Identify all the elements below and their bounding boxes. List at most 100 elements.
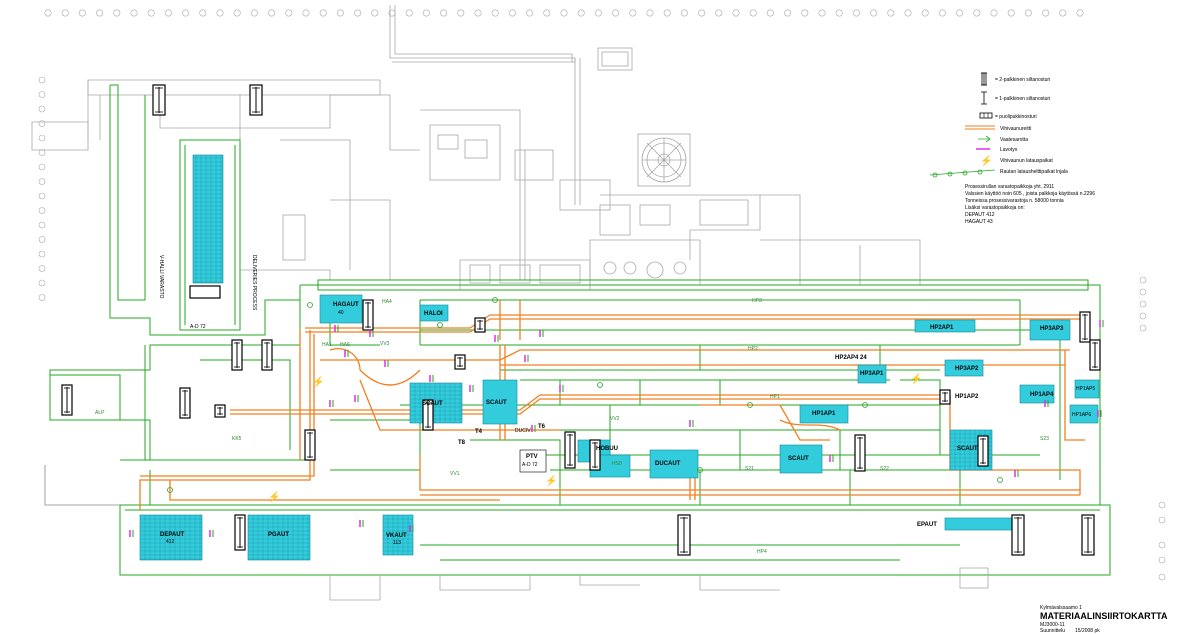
area-label-vmali: A-D 72 <box>190 324 206 330</box>
storage-pgaut <box>247 514 311 561</box>
grid-marker <box>870 9 878 17</box>
grid-marker <box>1139 300 1147 308</box>
grid-marker <box>38 134 46 142</box>
grid-marker <box>38 120 46 127</box>
grid-marker <box>663 9 671 17</box>
area-label-hs0: HS0 <box>612 461 622 467</box>
area-label-hp1ap6: HP1AP6 <box>1072 412 1091 418</box>
grid-marker <box>1139 312 1147 320</box>
lightning-icon: ⚡ <box>312 375 324 388</box>
grid-marker <box>508 9 516 17</box>
crane-symbols <box>61 84 1101 556</box>
v-halli-building: V-HALLI VARASTO DELIVERIES PROCESS A-D 7… <box>109 84 300 336</box>
grid-marker <box>1024 9 1032 17</box>
grid-marker <box>680 9 688 17</box>
note-line: Tonneissa prosessivarastoja n. 58000 ton… <box>965 198 1064 204</box>
note-line: Prosessirullan varastopaikkoja yht. 2911 <box>965 184 1054 190</box>
lift-marker <box>469 385 474 392</box>
grid-marker <box>1158 541 1166 549</box>
loading-point <box>862 402 868 408</box>
lift-marker <box>409 525 414 532</box>
lift-marker <box>1099 320 1104 327</box>
area-label-hp1: HP1 <box>770 394 780 400</box>
grid-marker <box>835 9 843 17</box>
grid-marker <box>560 9 568 17</box>
area-label-hp4: HP4 <box>757 549 767 555</box>
title-block: Kylmävalssaamo 1 MATERIAALINSIIRTOKARTTA… <box>1040 605 1168 634</box>
lift-marker <box>359 520 364 527</box>
storage-hp3ap1 <box>857 364 887 384</box>
grid-marker <box>302 9 310 17</box>
loading-point <box>167 487 173 493</box>
grid-marker <box>61 9 69 17</box>
area-label-vv3: VV3 <box>380 341 390 347</box>
grid-marker <box>1059 9 1067 17</box>
legend-label: Vihivaunureitti <box>1000 126 1031 132</box>
title-block-line1: Kylmävalssaamo 1 <box>1040 605 1082 611</box>
lightning-icon: ⚡ <box>980 154 992 167</box>
grid-marker <box>1139 324 1147 332</box>
crane-icon <box>589 439 601 471</box>
legend-label: Vaatesarotta <box>1000 137 1028 143</box>
dash-label-b: DELIVERIES PROCESS <box>251 255 257 311</box>
area-label-s22: S22 <box>880 466 889 472</box>
grid-marker <box>1158 573 1166 581</box>
lightning-icon: ⚡ <box>910 372 922 385</box>
grid-marker <box>38 91 46 98</box>
grid-marker <box>113 9 121 17</box>
storage-hp2ap1 <box>914 319 976 333</box>
grid-markers-top <box>44 9 1084 17</box>
grid-marker <box>698 9 706 17</box>
grid-marker <box>336 9 344 17</box>
area-label-vkaut: VKAUT <box>386 533 407 539</box>
area-label-hp3ap1: HP3AP1 <box>860 371 884 377</box>
legend-label: Lavotys <box>1000 147 1018 153</box>
area-label-t8: T8 <box>458 440 466 446</box>
crane-icon <box>214 404 226 418</box>
lightning-icon: ⚡ <box>268 490 280 503</box>
grid-marker <box>1139 288 1147 296</box>
area-label-t4: T4 <box>475 429 483 435</box>
area-labels: HAGAUT 40 HALOI HA4 HA1 HP3 HP2 HP1 HP4 … <box>95 298 1095 555</box>
grid-marker <box>405 9 413 17</box>
grid-marker <box>285 9 293 17</box>
area-label-depaut: DEPAUT <box>160 532 185 538</box>
grid-markers-left <box>38 76 46 301</box>
area-label-scaut-1: SCAUT <box>422 401 443 407</box>
charging-points: ⚡ ⚡ ⚡ ⚡ <box>268 372 922 503</box>
grid-marker <box>938 9 946 17</box>
area-label-epaut: EPAUT <box>917 522 937 528</box>
crane-icon <box>422 399 434 431</box>
crane-icon <box>1081 514 1095 556</box>
title-block-ref1: MJ3000-11 <box>1040 622 1065 628</box>
grid-marker <box>526 9 534 17</box>
area-label-scaut-2: SCAUT <box>486 400 507 406</box>
area-label-hp1ap4: HP1AP4 <box>1030 392 1054 398</box>
area-label-ptv: PTV <box>526 454 538 460</box>
storage-ducaut <box>649 449 699 479</box>
area-label-alp: ALP <box>95 410 105 416</box>
area-label-hagaut-num: 40 <box>338 310 344 316</box>
storage-haloi <box>419 304 449 322</box>
storage-epaut <box>944 517 1016 531</box>
crane-icon <box>234 514 246 551</box>
lift-marker <box>369 330 374 337</box>
crane-icon <box>152 84 166 116</box>
lift-marker <box>524 355 529 362</box>
grid-marker <box>38 149 46 156</box>
lift-marker <box>829 455 834 462</box>
storage-hp3ap2 <box>944 359 984 377</box>
area-label-hp1ap5: HP1AP5 <box>1076 386 1095 392</box>
grid-marker <box>422 9 430 17</box>
area-label-ducaut: DUCAUT <box>655 461 681 467</box>
lift-marker <box>539 330 544 337</box>
lift-marker <box>384 360 389 367</box>
area-label-hp1ap1: HP1AP1 <box>812 411 836 417</box>
area-label-scaut-3: SCAUT <box>788 456 809 462</box>
area-label-pgaut: PGAUT <box>268 532 289 538</box>
grid-marker <box>1076 9 1084 17</box>
lift-marker <box>494 335 499 342</box>
grid-marker <box>130 9 138 17</box>
loading-point <box>747 402 753 408</box>
